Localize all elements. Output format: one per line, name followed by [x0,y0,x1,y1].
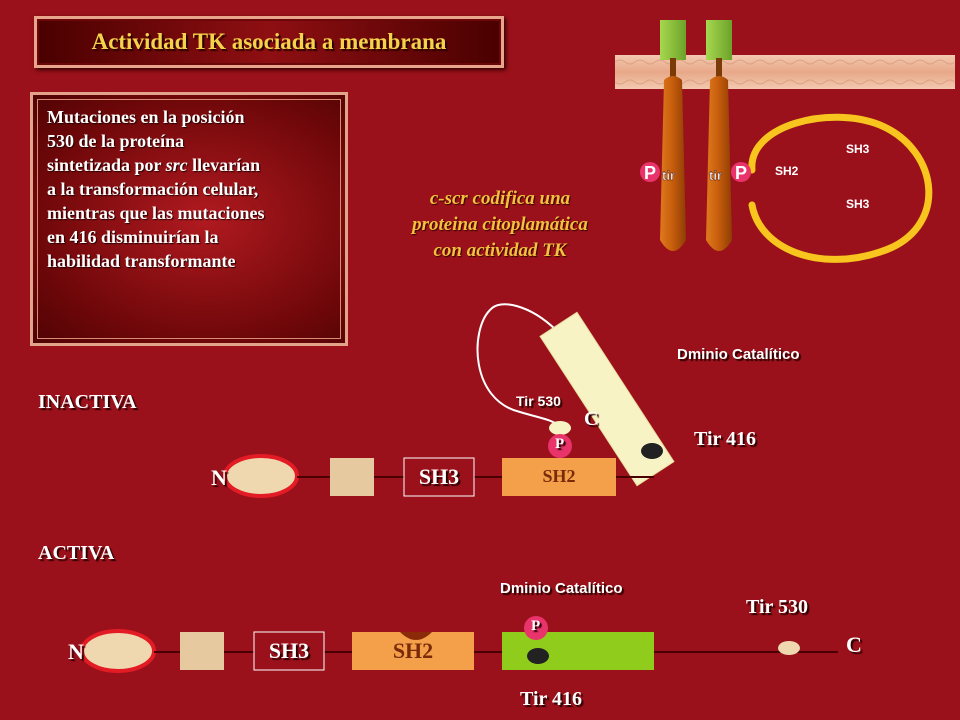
p-active: P [531,618,541,634]
sh3-label-inactive: SH3 [418,464,460,489]
sh2-label-inactive: SH2 [542,466,576,486]
sh2-pocket [400,632,432,640]
info-line: Mutaciones en la posición [47,107,245,127]
info-line: 530 de la proteína [47,131,185,151]
info-line: mientras que las mutaciones [47,203,265,223]
catalytic-domain-active [502,632,654,670]
info-line: habilidad transformante [47,251,236,271]
phospho-inactive-icon [548,434,572,458]
p-inactive: P [555,436,565,452]
phospho-right-icon [731,162,751,182]
info-line: en 416 disminuirían la [47,227,219,247]
n-terminal-ellipse [223,454,299,498]
phospho-active-icon [524,616,548,640]
tir-left: tir [662,168,675,183]
tyr530-active-icon [778,641,800,655]
sh2-label-active: SH2 [392,638,434,663]
sh2-box-inactive [502,458,616,496]
info-line: sintetizada por src llevarían [47,155,261,175]
p-right: P [735,163,747,183]
inactive-label: INACTIVA [38,391,137,413]
receptor-left [660,20,686,251]
sh3-box-inactive [403,457,475,497]
slide-title: Actividad TK asociada a membrana [91,29,447,54]
tir-right: tir [709,168,722,183]
tir530-label-active: Tir 530 [746,596,809,618]
p-left: P [644,163,656,183]
c-terminal-active: C [846,632,862,657]
unique-domain-box [330,458,374,496]
tyr530-inactive-icon [549,421,571,435]
unique-domain-box [180,632,224,670]
src-gene-term: src [165,155,188,175]
receptor-right [706,20,732,251]
phospho-left-icon [640,162,660,182]
tir530-label-inactive: Tir 530 [516,393,561,409]
info-text-box: Mutaciones en la posición 530 de la prot… [30,92,348,346]
info-box-inner-border [37,99,341,339]
catalytic-domain-inactive [539,311,675,487]
sh3-box-active [253,631,325,671]
sh3-membrane-top: SH3 [846,142,870,156]
n-terminal-ellipse [80,629,156,673]
sh2-membrane: SH2 [775,164,799,178]
n-terminal-inactive: N [211,465,227,490]
c-terminal-inactive: C [584,408,599,430]
src-loop [748,113,933,263]
sh3-membrane-bottom: SH3 [846,197,870,211]
sh3-label-active: SH3 [268,638,310,663]
tir416-label-inactive: Tir 416 [694,428,757,450]
n-terminal-active: N [68,639,84,664]
src-caption: c-scr codifica una proteina citoplamátic… [412,188,588,261]
active-protein [80,616,838,673]
active-label: ACTIVA [38,542,115,564]
tir416-label-active: Tir 416 [520,688,583,710]
slide-title-box: Actividad TK asociada a membrana [34,16,504,68]
tyr416-inactive-icon [641,443,663,459]
info-line: a la transformación celular, [47,179,259,199]
catalytic-label-active: Dminio Catalítico [500,580,623,597]
info-text: Mutaciones en la posición 530 de la prot… [47,105,335,273]
catalytic-label-inactive: Dminio Catalítico [677,346,800,363]
inactive-protein [223,303,675,498]
tyr416-active-icon [527,648,549,664]
